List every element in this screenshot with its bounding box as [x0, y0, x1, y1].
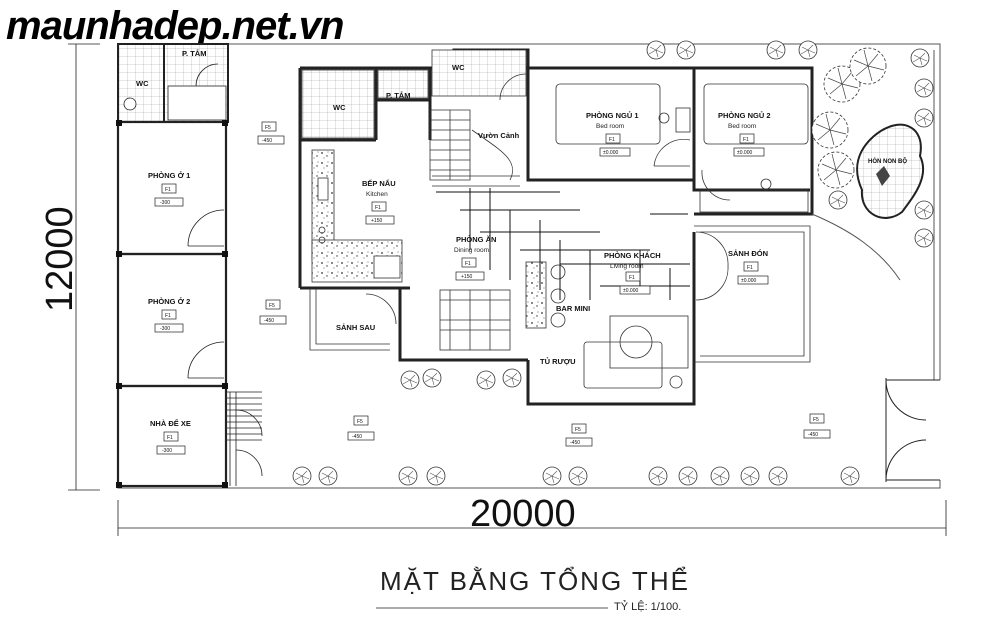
tag-text: F1 — [165, 313, 171, 319]
level-text: -300 — [160, 200, 170, 206]
tag-text: F1 — [629, 275, 635, 281]
label-bep: BẾP NẤU — [362, 178, 396, 188]
label-sanh-don: SẢNH ĐÓN — [728, 249, 768, 258]
drawing-scale: TỶ LỆ: 1/100. — [614, 600, 681, 613]
label-phong-an-en: Dining room — [454, 247, 489, 254]
level-text: -450 — [570, 440, 580, 446]
label-nha-de-xe: NHÀ ĐỂ XE — [150, 419, 191, 428]
tag-yard-left: F5 -450 — [259, 299, 287, 325]
label-phong-o-1: PHÒNG Ở 1 — [148, 171, 190, 180]
label-sanh-sau: SẢNH SAU — [336, 323, 375, 332]
tag-yard-b2: F5 -450 — [565, 423, 593, 447]
dimension-width: 20000 — [470, 493, 576, 535]
tag-text: F1 — [465, 261, 471, 267]
level-text: -450 — [352, 434, 362, 440]
level-text: +150 — [461, 274, 472, 280]
label-bep-en: Kitchen — [366, 191, 388, 198]
label-phong-ngu-1-en: Bed room — [596, 123, 624, 130]
tag-nha-de-xe: F1 -300 — [156, 431, 186, 455]
tag-text: F5 — [269, 303, 275, 309]
tag-text: F1 — [743, 137, 749, 143]
tag-text: F1 — [165, 187, 171, 193]
level-text: +150 — [371, 218, 382, 224]
label-ptam-mid: P. TẮM — [386, 91, 410, 100]
tag-yard-top: F5 -450 — [257, 121, 285, 145]
tag-yard-b1: F5 -450 — [347, 415, 375, 441]
tag-phong-khach: F1 ±0.000 — [619, 271, 651, 295]
tag-text: F5 — [357, 419, 363, 425]
tag-text: F5 — [575, 427, 581, 433]
level-text: -300 — [162, 448, 172, 454]
label-hon-non-bo: HÒN NON BỘ — [868, 157, 907, 165]
tag-phong-an: F1 +150 — [455, 257, 485, 281]
level-text: -300 — [160, 326, 170, 332]
tag-sanh-don: F1 ±0.000 — [737, 261, 769, 285]
tag-phong-ngu-2: F1 ±0.000 — [733, 133, 765, 157]
label-phong-o-2: PHÒNG Ở 2 — [148, 297, 190, 306]
label-ptam-left: P. TẮM — [182, 49, 206, 58]
tag-bep: F1 +150 — [365, 201, 395, 225]
floor-tags: F1 -300 F1 -300 F1 -300 F1 +150 F1 +150 — [154, 121, 831, 455]
label-wc-top: WC — [452, 63, 465, 72]
tag-phong-o-2: F1 -300 — [154, 309, 184, 333]
paving-grid — [436, 188, 690, 300]
level-text: -450 — [808, 432, 818, 438]
tag-text: F1 — [375, 205, 381, 211]
drawing-title: MẶT BẰNG TỔNG THỂ — [380, 566, 690, 596]
label-bar-mini: BAR MINI — [556, 304, 590, 313]
level-text: ±0.000 — [603, 150, 618, 156]
label-phong-khach-en: Living room — [610, 263, 644, 270]
tag-text: F1 — [167, 435, 173, 441]
rock-garden — [811, 123, 925, 281]
interior-detail — [301, 49, 811, 389]
tag-text: F1 — [747, 265, 753, 271]
label-wc-left: WC — [136, 79, 149, 88]
level-text: ±0.000 — [741, 278, 756, 284]
label-tu-ruou: TỦ RƯỢU — [540, 357, 576, 366]
label-phong-an: PHÒNG ĂN — [456, 235, 496, 244]
tag-phong-ngu-1: F1 ±0.000 — [599, 133, 631, 157]
level-text: -450 — [262, 138, 272, 144]
site-watermark: maunhadep.net.vn — [6, 4, 344, 48]
label-phong-ngu-1: PHÒNG NGỦ 1 — [586, 111, 639, 120]
dimension-height: 12000 — [39, 206, 81, 312]
label-phong-khach: PHÒNG KHÁCH — [604, 251, 661, 260]
level-text: ±0.000 — [737, 150, 752, 156]
label-wc-mid: WC — [333, 103, 346, 112]
entrance-gate — [885, 378, 940, 482]
tag-yard-b3: F5 -450 — [803, 413, 831, 439]
tag-phong-o-1: F1 -300 — [154, 183, 184, 207]
label-vuon-canh: Vườn Cảnh — [478, 131, 520, 140]
level-text: -450 — [264, 318, 274, 324]
level-text: ±0.000 — [623, 288, 638, 294]
dimension-lines — [68, 43, 947, 609]
label-phong-ngu-2-en: Bed room — [728, 123, 756, 130]
tag-text: F1 — [609, 137, 615, 143]
left-wing — [116, 43, 263, 488]
tag-text: F5 — [265, 125, 271, 131]
tag-text: F5 — [813, 417, 819, 423]
label-phong-ngu-2: PHÒNG NGỦ 2 — [718, 111, 771, 120]
room-labels: WC P. TẮM WC WC P. TẮM PHÒNG Ở 1 PHÒNG Ở… — [136, 49, 907, 428]
